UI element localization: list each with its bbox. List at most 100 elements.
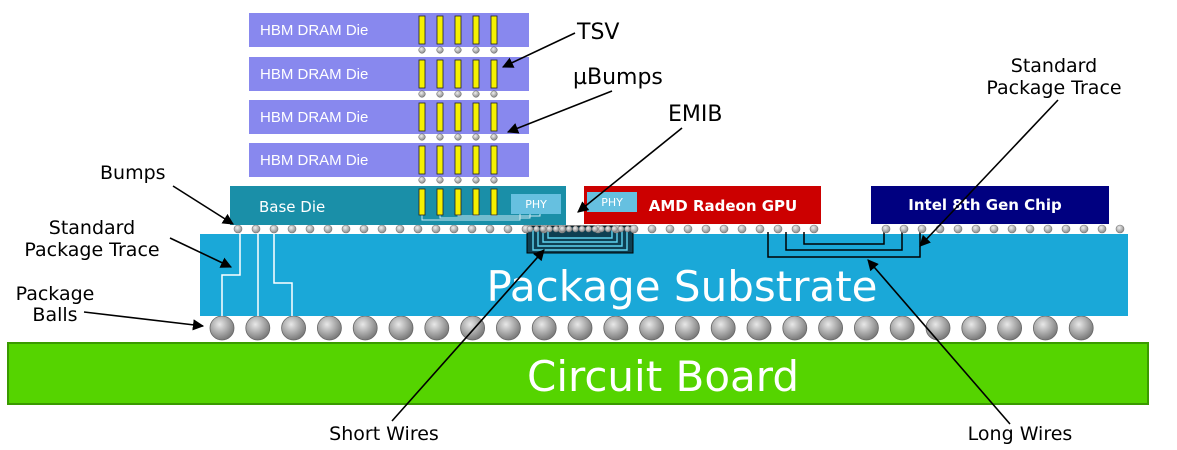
microbump	[472, 176, 480, 184]
tsv	[436, 15, 444, 45]
base-die-phy	[511, 194, 561, 214]
bump	[449, 224, 459, 234]
microbump	[490, 46, 498, 54]
microbump	[472, 46, 480, 54]
hbm-dram-die-label: HBM DRAM Die	[260, 22, 368, 39]
microbump	[418, 46, 426, 54]
microbump	[490, 176, 498, 184]
microbump	[418, 176, 426, 184]
hbm-dram-die	[249, 143, 529, 177]
tsv	[454, 188, 462, 216]
emib-microbump	[624, 225, 631, 233]
tsv-columns	[418, 15, 498, 216]
tsv	[454, 59, 462, 89]
tsv	[472, 15, 480, 45]
emib-microbump	[617, 225, 625, 233]
amd-radeon-gpu-label: AMD Radeon GPU	[649, 197, 797, 215]
std-trace-right-label-1: Standard	[1011, 55, 1097, 77]
bump	[737, 224, 747, 234]
gpu-phy	[587, 192, 637, 212]
emib-label: EMIB	[668, 102, 722, 127]
microbump	[436, 90, 444, 98]
hbm-dram-die	[249, 13, 529, 47]
package-ball	[854, 315, 879, 341]
package-ball	[388, 315, 414, 341]
tsv	[490, 188, 498, 216]
bump	[269, 224, 279, 234]
bump	[1061, 224, 1071, 234]
tsv-label: TSV	[576, 20, 619, 45]
microbump	[472, 90, 480, 98]
intel-8th-gen-chip	[871, 186, 1109, 224]
bump	[899, 224, 909, 234]
std-trace-right-arrow	[919, 99, 1059, 247]
package-ball	[675, 315, 700, 341]
hbm-dram-die-label: HBM DRAM Die	[260, 66, 368, 83]
emib-microbump	[611, 225, 618, 233]
bump	[881, 224, 891, 234]
bump	[395, 224, 405, 234]
microbump	[436, 133, 444, 141]
std-trace-left-label-2: Package Trace	[24, 239, 159, 261]
tsv	[472, 188, 480, 216]
emib-microbump	[526, 225, 534, 233]
bump	[323, 224, 333, 234]
long-wires-label: Long Wires	[968, 423, 1073, 445]
microbump	[418, 90, 426, 98]
bump	[791, 224, 801, 234]
emib-microbump	[591, 225, 599, 233]
package-ball	[209, 315, 235, 341]
emib-microbump	[572, 225, 579, 233]
tsv	[490, 15, 498, 45]
tsv	[454, 102, 462, 132]
tsv	[418, 145, 426, 175]
package-ball	[710, 315, 736, 341]
emib-microbump	[533, 225, 540, 233]
microbump	[436, 46, 444, 54]
package-ball	[245, 315, 271, 341]
bump	[701, 224, 711, 234]
emib-arrow	[577, 127, 683, 213]
emib-microbump	[598, 225, 605, 233]
ubumps-arrow	[506, 90, 613, 134]
package-ball	[567, 315, 593, 341]
package-ball	[603, 315, 629, 341]
bump	[773, 224, 783, 234]
microbump	[454, 90, 462, 98]
bump	[1097, 224, 1107, 234]
tsv	[490, 102, 498, 132]
bump	[377, 224, 387, 234]
tsv	[472, 59, 480, 89]
long-wires-arrow	[867, 259, 1011, 425]
tsv	[418, 188, 426, 216]
ubumps-label: µBumps	[573, 65, 663, 90]
bump	[251, 224, 261, 234]
bump	[1079, 224, 1089, 234]
emib-microbump	[565, 225, 573, 233]
bump	[341, 224, 351, 234]
bump	[629, 224, 639, 234]
bump	[287, 224, 297, 234]
circuit-board	[7, 342, 1149, 405]
bumps-row	[233, 224, 1125, 234]
std-trace-left-label-1: Standard	[49, 217, 135, 239]
bump	[953, 224, 963, 234]
package-ball	[925, 315, 951, 341]
bump	[1115, 224, 1125, 234]
std-trace-left-arrow	[169, 237, 233, 268]
hbm-dram-die-label: HBM DRAM Die	[260, 109, 368, 126]
bumps-arrow	[172, 185, 234, 225]
hbm-dram-die	[249, 57, 529, 91]
tsv	[472, 145, 480, 175]
package-ball	[961, 315, 987, 341]
bump	[683, 224, 693, 234]
tsv	[418, 59, 426, 89]
emib-microbump	[559, 225, 566, 233]
microbump	[436, 176, 444, 184]
gpu-phy-label: PHY	[601, 196, 623, 209]
bump	[755, 224, 765, 234]
bump	[1007, 224, 1017, 234]
hbm-stack: HBM DRAM Die HBM DRAM Die HBM DRAM Die H…	[249, 13, 529, 177]
package-ball	[818, 315, 843, 341]
